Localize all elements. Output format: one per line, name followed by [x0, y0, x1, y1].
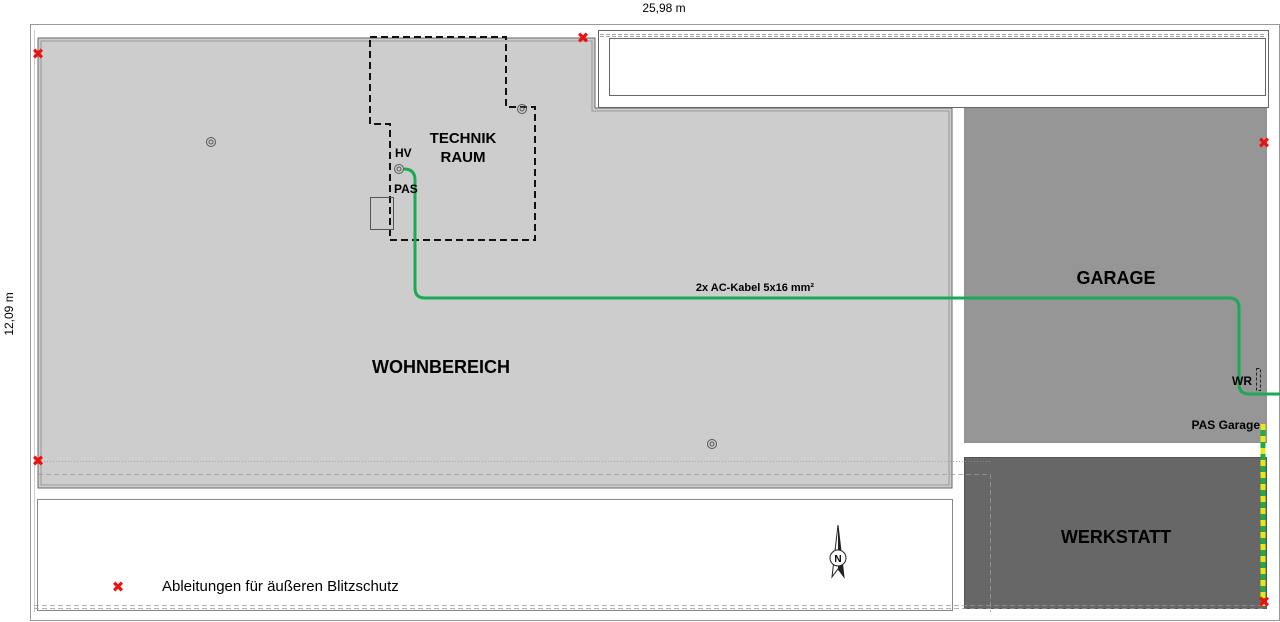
terrace-area	[37, 499, 953, 611]
room-label-tech-line1: TECHNIK	[430, 130, 497, 147]
room-label-garage: GARAGE	[1076, 268, 1155, 288]
wr-label: WR	[1232, 374, 1252, 388]
lightning-conductor-marker: ✖	[32, 453, 45, 470]
width-dimension: 25,98 m	[642, 1, 685, 15]
tech-room-outline	[369, 36, 536, 241]
cable-label: 2x AC-Kabel 5x16 mm²	[696, 282, 815, 294]
room-label-living: WOHNBEREICH	[372, 357, 510, 377]
workshop-area	[964, 457, 1267, 609]
roof-vent-icon	[517, 104, 527, 114]
lightning-conductor-marker: ✖	[1258, 135, 1271, 152]
top-right-strip-inner	[609, 38, 1266, 96]
pas-label: PAS	[394, 182, 418, 196]
height-dimension: 12,09 m	[2, 292, 16, 335]
north-label: N	[834, 554, 841, 565]
room-label-workshop: WERKSTATT	[1061, 527, 1171, 547]
legend-marker: ✖	[112, 579, 125, 596]
ac-cable-route	[403, 167, 1280, 396]
north-arrow-icon: N	[829, 524, 847, 579]
living-area-inner-line	[40, 40, 950, 486]
pas-garage-label: PAS Garage	[1192, 418, 1261, 432]
lightning-conductor-marker: ✖	[1258, 594, 1271, 611]
lightning-conductor-marker: ✖	[577, 30, 590, 47]
legend-text: Ableitungen für äußeren Blitzschutz	[162, 578, 399, 595]
inverter-symbol	[1256, 368, 1261, 391]
room-label-tech-line2: RAUM	[441, 149, 486, 166]
roof-vent-icon	[206, 137, 216, 147]
pas-box	[370, 197, 394, 230]
hv-label: HV	[395, 146, 412, 160]
lightning-conductor-marker: ✖	[32, 46, 45, 63]
roof-vent-icon	[394, 164, 404, 174]
roof-vent-icon	[707, 439, 717, 449]
